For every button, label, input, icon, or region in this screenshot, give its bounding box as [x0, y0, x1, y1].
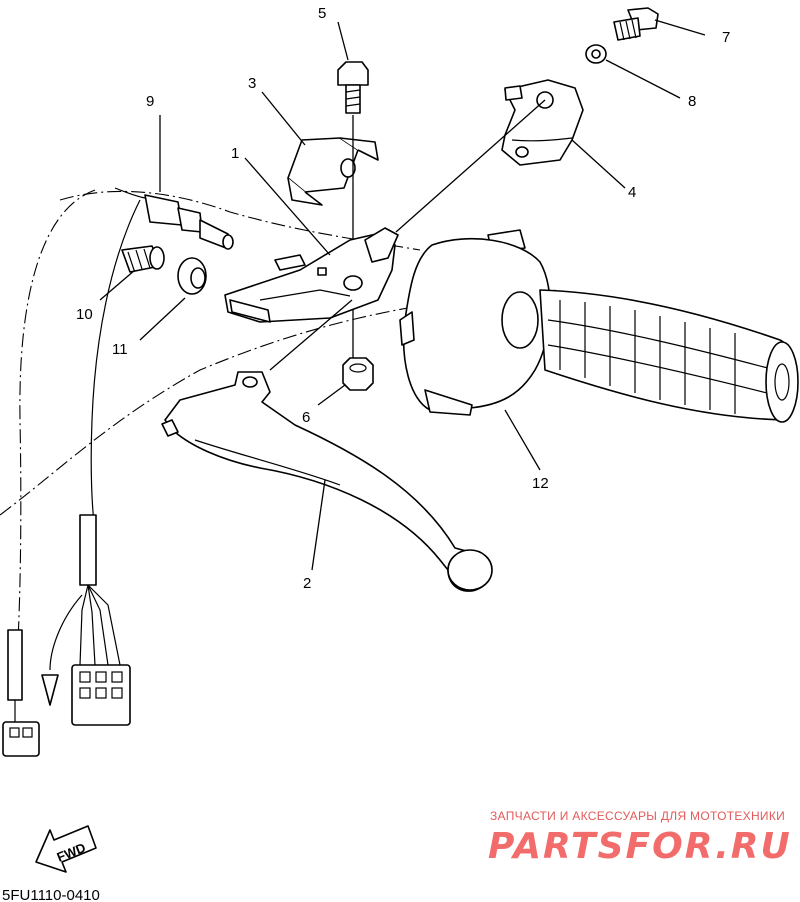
callout-8: 8	[688, 93, 696, 110]
part-7-screw	[613, 7, 659, 41]
callout-9: 9	[146, 93, 154, 110]
part-11-locknut	[177, 257, 207, 295]
callout-7: 7	[722, 29, 730, 46]
diagram-code: 5FU1110-0410	[2, 887, 100, 902]
watermark: ЗАПЧАСТИ И АКСЕССУАРЫ ДЛЯ МОТОТЕХНИКИ PA…	[488, 809, 792, 867]
watermark-brand: PARTSFOR.RU	[488, 826, 792, 867]
callout-3: 3	[248, 75, 256, 92]
callout-4: 4	[628, 184, 636, 201]
cable-centerline	[17, 189, 96, 641]
callout-10: 10	[76, 306, 93, 323]
part-4-clamp	[501, 79, 584, 166]
handlebar-grip	[539, 289, 799, 423]
callout-1: 1	[231, 145, 239, 162]
fwd-arrow: FWD	[35, 825, 97, 873]
leader-lines	[99, 19, 706, 571]
callout-6: 6	[302, 409, 310, 426]
part-6-nut	[342, 357, 374, 391]
guide-line-nut	[269, 299, 353, 371]
callout-5: 5	[318, 5, 326, 22]
handlebar-upper-line	[59, 190, 421, 251]
part-10-adjuster	[121, 245, 165, 273]
part-9-switch	[114, 187, 234, 250]
single-wire-lead	[2, 629, 40, 757]
callout-11: 11	[112, 341, 128, 358]
part-2-lever	[161, 371, 493, 592]
guide-line-clamp	[395, 99, 546, 233]
part-8-washer	[585, 44, 607, 64]
callout-2: 2	[303, 575, 311, 592]
callout-12: 12	[532, 475, 549, 492]
part-12-grip-housing	[399, 229, 551, 416]
watermark-tagline: ЗАПЧАСТИ И АКСЕССУАРЫ ДЛЯ МОТОТЕХНИКИ	[490, 809, 785, 823]
part-5-bolt	[337, 61, 369, 114]
part-3-switch-block	[287, 137, 379, 206]
switch-wire-harness	[41, 199, 141, 726]
part-1-lever-bracket	[224, 227, 399, 323]
